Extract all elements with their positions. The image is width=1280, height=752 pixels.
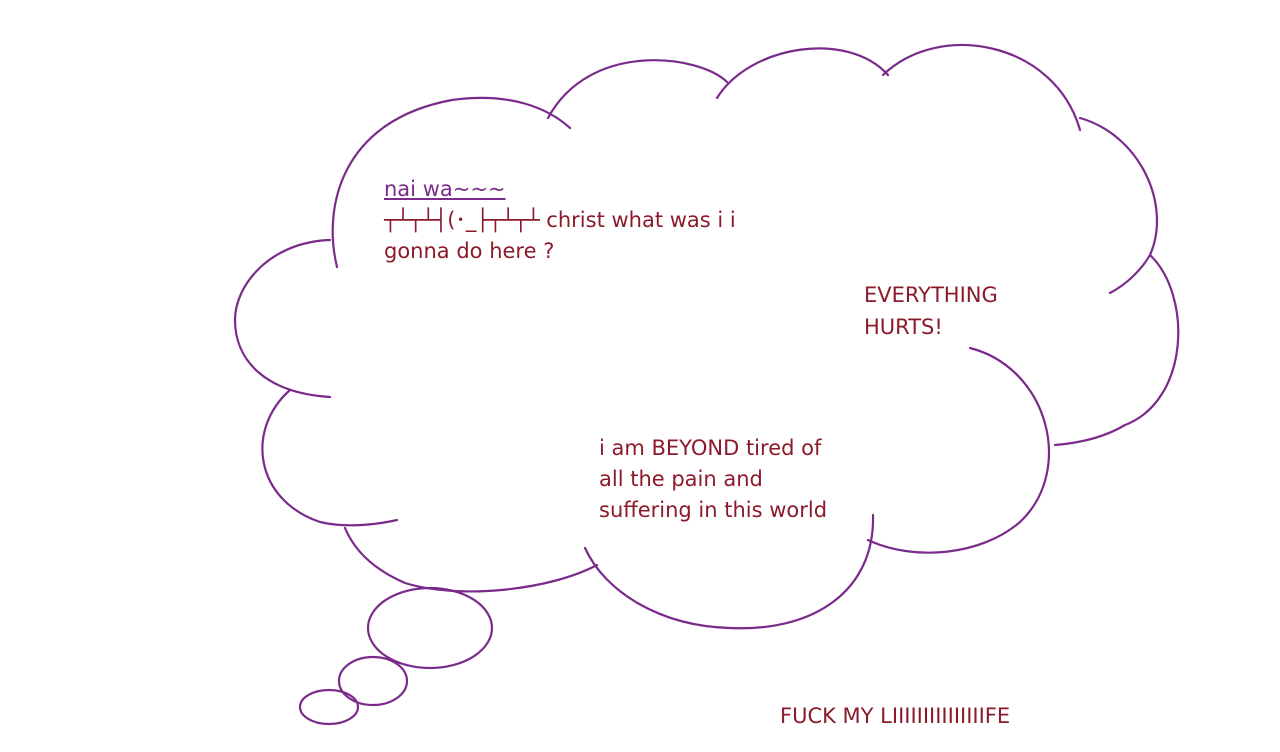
cloud-lobe-left xyxy=(233,238,332,399)
beyond-tired-text: i am BEYOND tired of all the pain and su… xyxy=(599,433,827,526)
beyond-line-2: all the pain and xyxy=(599,467,763,491)
cloud-lobe-right-lower xyxy=(866,346,1051,554)
thought-bubble-small xyxy=(298,688,360,726)
cloud-text-line-1: ┬┴┬┴┤(･_├┬┴┬┴ christ what was i i xyxy=(384,208,736,232)
thought-bubble-medium xyxy=(337,655,409,707)
everything-line-1: EVERYTHING xyxy=(864,283,998,307)
thought-bubble-large xyxy=(366,586,494,670)
cloud-text-line-2: gonna do here ? xyxy=(384,239,555,263)
everything-hurts-text: EVERYTHING HURTS! xyxy=(864,279,998,343)
cloud-heading: nai wa~~~ xyxy=(384,177,506,201)
footer-text: FUCK MY LIIIIIIIIIIIIIIIFE xyxy=(780,704,1011,728)
cloud-lobe-top-left xyxy=(331,96,572,269)
cloud-lobe-bottom-left xyxy=(343,526,599,593)
cloud-lobe-bottom-middle xyxy=(583,513,875,630)
beyond-line-1: i am BEYOND tired of xyxy=(599,436,822,460)
everything-line-2: HURTS! xyxy=(864,315,943,339)
thought-bubbles xyxy=(298,586,494,726)
cloud-lobe-top-right xyxy=(881,43,1082,132)
cloud-lobe-far-right xyxy=(1053,253,1180,447)
beyond-line-3: suffering in this world xyxy=(599,498,828,522)
thought-cloud xyxy=(233,43,1180,630)
cloud-lobe-top-center xyxy=(715,47,890,100)
cloud-lobe-right-upper xyxy=(1078,116,1159,295)
cloud-lobe-left-lower xyxy=(261,388,399,527)
cloud-lobe-top-middle xyxy=(546,59,729,120)
